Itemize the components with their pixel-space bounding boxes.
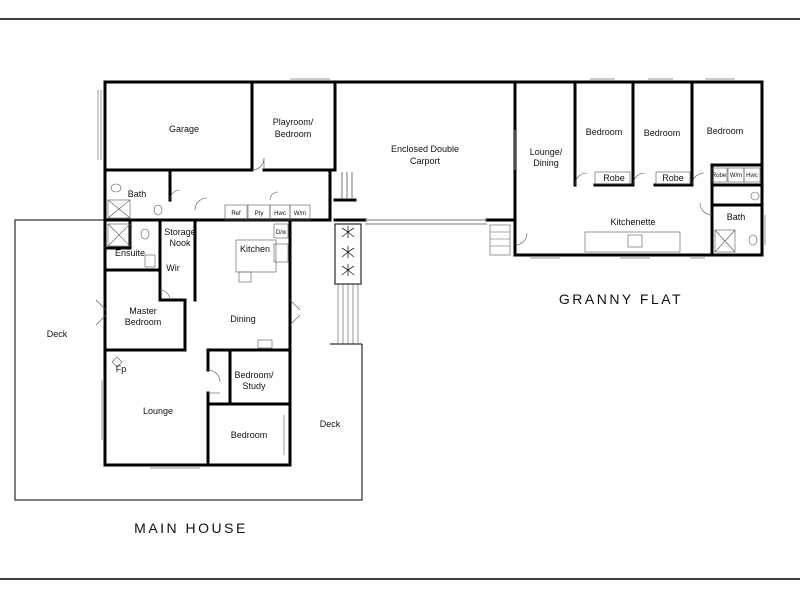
label-carport-line2: Carport [410,156,441,166]
deck-outline-left [14,219,363,501]
label-storage-line2: Nook [169,238,191,248]
caption-main-house: MAIN HOUSE [134,520,248,536]
flat-doors [514,172,713,246]
flat-windows [514,78,766,259]
label-flat-robe-small: Robe [712,173,727,179]
label-wir: Wir [166,263,180,273]
carport-opening [341,172,487,225]
label-pty: Pty [255,211,264,217]
label-wm: W/m [294,211,306,217]
label-deck-left: Deck [47,329,68,339]
flat-walls [513,80,764,257]
label-lounge: Lounge [143,406,173,416]
label-garage: Garage [169,124,199,134]
label-study-line1: Bedroom/ [234,370,274,380]
label-kitchenette: Kitchenette [610,217,655,227]
caption-granny-flat: GRANNY FLAT [559,291,683,307]
planter-box [334,223,362,285]
flat-fixtures [584,167,761,253]
label-playroom-line1: Playroom/ [273,117,314,127]
label-fp: Fp [116,364,127,374]
label-flat-lounge-line1: Lounge/ [530,147,563,157]
main-doors [95,157,301,394]
main-windows [97,78,330,469]
label-robe-1: Robe [603,173,625,183]
label-dining: Dining [230,314,256,324]
label-playroom-line2: Bedroom [275,129,312,139]
label-flat-bedroom-1: Bedroom [586,127,623,137]
label-storage-line1: Storage [164,227,196,237]
label-kitchen: Kitchen [240,244,270,254]
flat-stairs [489,224,511,256]
label-carport-line1: Enclosed Double [391,144,459,154]
plant-icon [341,226,355,276]
label-bedroom-main: Bedroom [231,430,268,440]
label-ref: Ref [231,211,241,217]
label-study-line2: Study [242,381,266,391]
label-flat-lounge-line2: Dining [533,158,559,168]
label-master-line2: Bedroom [125,317,162,327]
label-flat-hwc: Hwc [746,173,758,179]
label-hwc: Hwc [274,211,286,217]
main-fixtures [107,183,311,368]
label-deck-right: Deck [320,419,341,429]
main-house-walls [103,80,337,467]
label-flat-wm: W/m [730,173,742,179]
label-robe-2: Robe [662,173,684,183]
label-flat-bath: Bath [727,212,746,222]
label-ensuite: Ensuite [115,248,145,258]
label-master-line1: Master [129,306,157,316]
label-bath: Bath [128,189,147,199]
label-flat-bedroom-2: Bedroom [644,128,681,138]
label-flat-bedroom-3: Bedroom [707,126,744,136]
label-dw: D/w [276,230,287,236]
deck-stairs [334,283,362,344]
